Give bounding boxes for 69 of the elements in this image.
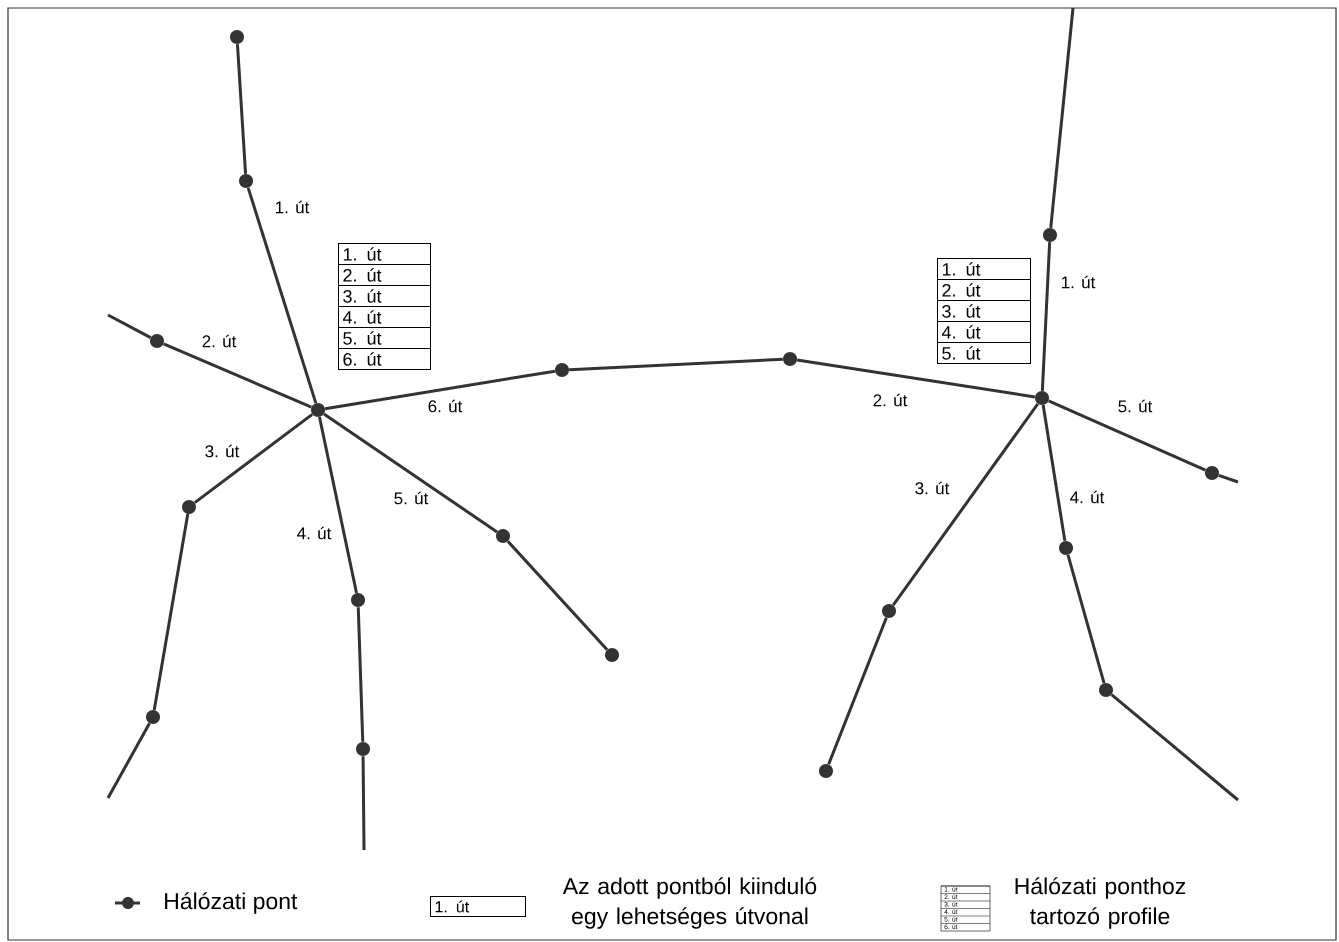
road-line — [569, 357, 783, 372]
network-point — [351, 593, 365, 607]
route-cell: 5. út — [338, 327, 431, 349]
route-cell: 3. út — [937, 300, 1031, 322]
edge-label: 1. út — [276, 200, 310, 214]
network-point — [783, 352, 797, 366]
network-point — [1035, 391, 1049, 405]
network-point — [356, 742, 370, 756]
network-point — [1043, 228, 1057, 242]
edge-label: 3. út — [205, 444, 240, 458]
network-point — [239, 174, 253, 188]
road-line — [1041, 404, 1067, 542]
road-line — [107, 313, 152, 339]
road-line — [152, 513, 190, 711]
road-line — [1048, 399, 1207, 472]
route-cell: 4. út — [937, 321, 1031, 343]
road-line — [318, 416, 358, 594]
route-cell: 6. út — [338, 348, 431, 370]
road-line — [827, 617, 888, 765]
edge-label: 3. út — [915, 481, 950, 495]
network-point — [605, 648, 619, 662]
legend-text: Hálózati ponthoz tartozó profile — [1015, 877, 1186, 929]
road-line — [106, 722, 151, 799]
route-cell: 5. út — [937, 342, 1031, 364]
road-line — [323, 412, 498, 534]
road-line — [324, 369, 556, 411]
road-line — [1218, 473, 1239, 484]
road-line — [1040, 242, 1052, 391]
route-cell: 4. út — [338, 306, 431, 328]
legend-text: Az adott pontból kiinduló egy lehetséges útvonal — [562, 877, 817, 929]
road-line — [1110, 693, 1239, 802]
edge-label: 5. út — [1118, 399, 1153, 413]
network-point — [311, 403, 325, 417]
network-point — [1205, 466, 1219, 480]
legend-text: Hálózati pont — [165, 892, 298, 914]
edge-label: 4. út — [297, 526, 332, 540]
network-point — [182, 500, 196, 514]
network-point — [555, 363, 569, 377]
road-line — [356, 607, 365, 742]
road-line — [892, 402, 1040, 607]
edge-label: 5. út — [394, 491, 429, 505]
road-line — [1049, 7, 1075, 228]
road-line — [506, 540, 609, 651]
legend-route-box: 1. út — [430, 896, 526, 917]
road-line — [163, 342, 312, 409]
network-point — [1099, 683, 1113, 697]
network-point — [150, 334, 164, 348]
edge-label: 2. út — [202, 334, 237, 348]
network-point — [882, 604, 896, 618]
route-cell: 1. út — [937, 258, 1031, 280]
network-point — [1059, 541, 1073, 555]
route-cell: 3. út — [338, 285, 431, 307]
edge-label: 1. út — [1062, 275, 1096, 289]
edge-label: 2. út — [873, 393, 908, 407]
network-point — [146, 710, 160, 724]
edge-label: 4. út — [1070, 490, 1105, 504]
network-point — [230, 30, 244, 44]
road-line — [1066, 554, 1106, 684]
network-point — [819, 764, 833, 778]
road-line — [796, 358, 1036, 399]
route-cell: 2. út — [937, 279, 1031, 301]
route-cell: 2. út — [338, 264, 431, 286]
route-cell: 1. út — [338, 243, 431, 265]
road-line — [246, 187, 318, 404]
road-line — [193, 413, 314, 504]
edge-label: 6. út — [428, 399, 463, 413]
network-point — [496, 529, 510, 543]
road-line — [235, 44, 248, 174]
road-line — [361, 756, 366, 850]
